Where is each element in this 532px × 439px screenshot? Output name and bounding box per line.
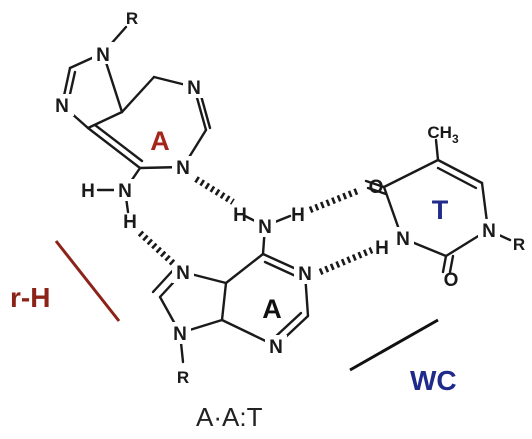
thymine: O N H O N R CH3 T	[364, 123, 525, 291]
reverse-hoogsteen-label: r-H	[10, 282, 50, 313]
bond	[224, 252, 265, 285]
watson-crick-edge-line	[349, 318, 439, 372]
atom-n7: N	[55, 96, 69, 117]
hydrogen-bonds	[137, 176, 374, 275]
bond	[86, 126, 142, 170]
base-label-top-adenine: A	[150, 126, 170, 156]
atom-n1: N	[482, 221, 496, 242]
atom-n1: N	[176, 158, 190, 179]
base-label-bottom-adenine: A	[262, 294, 282, 324]
bond	[436, 158, 484, 185]
atom-n3: N	[269, 337, 283, 358]
atom-n3: N	[187, 78, 201, 99]
reverse-hoogsteen-edge-line	[54, 240, 121, 322]
atom-o2: O	[444, 270, 459, 291]
bond	[382, 158, 440, 189]
atom-n-amino: N	[118, 181, 132, 202]
atom-h-amino-left: H	[233, 205, 247, 226]
methyl-group: CH3	[427, 123, 459, 146]
watson-crick-label: WC	[410, 365, 457, 396]
figure-caption: A·A:T	[196, 402, 263, 432]
h-bond-a-n1-to-t-nh	[318, 247, 374, 275]
atom-n1: N	[298, 264, 312, 285]
atom-n-amino: N	[258, 217, 272, 238]
substituent-r: R	[177, 368, 189, 387]
atom-h-amino-right: H	[291, 205, 305, 226]
atom-h3: H	[375, 238, 389, 259]
bond	[436, 166, 478, 190]
base-label-thymine: T	[432, 195, 449, 225]
bond	[220, 281, 228, 322]
atom-h-amino-down: H	[123, 212, 137, 233]
h-bond-a-nh-to-a-n7	[137, 230, 177, 267]
bond	[366, 186, 388, 196]
bond	[434, 138, 440, 162]
h-bond-a-n1-to-a-nh	[194, 176, 235, 205]
bond	[448, 254, 455, 274]
atom-n3: N	[396, 229, 410, 250]
atom-o4: O	[369, 177, 384, 198]
bond	[93, 123, 144, 163]
top-adenine: N R N N N N H H A	[52, 9, 212, 233]
bond	[364, 179, 386, 189]
edge-labels: r-H WC	[10, 240, 457, 396]
bottom-adenine: N N R N N N H H A	[151, 205, 316, 387]
atom-n9: N	[96, 45, 110, 66]
atom-n9: N	[173, 324, 187, 345]
h-bond-a-nh-to-t-o4	[308, 186, 362, 214]
bond	[86, 110, 124, 130]
substituent-r: R	[513, 235, 525, 254]
atom-h-amino-left: H	[81, 181, 95, 202]
bond	[441, 254, 448, 274]
substituent-r: R	[126, 9, 138, 28]
atom-n7: N	[176, 263, 190, 284]
bond	[272, 311, 303, 340]
bond	[120, 75, 156, 114]
